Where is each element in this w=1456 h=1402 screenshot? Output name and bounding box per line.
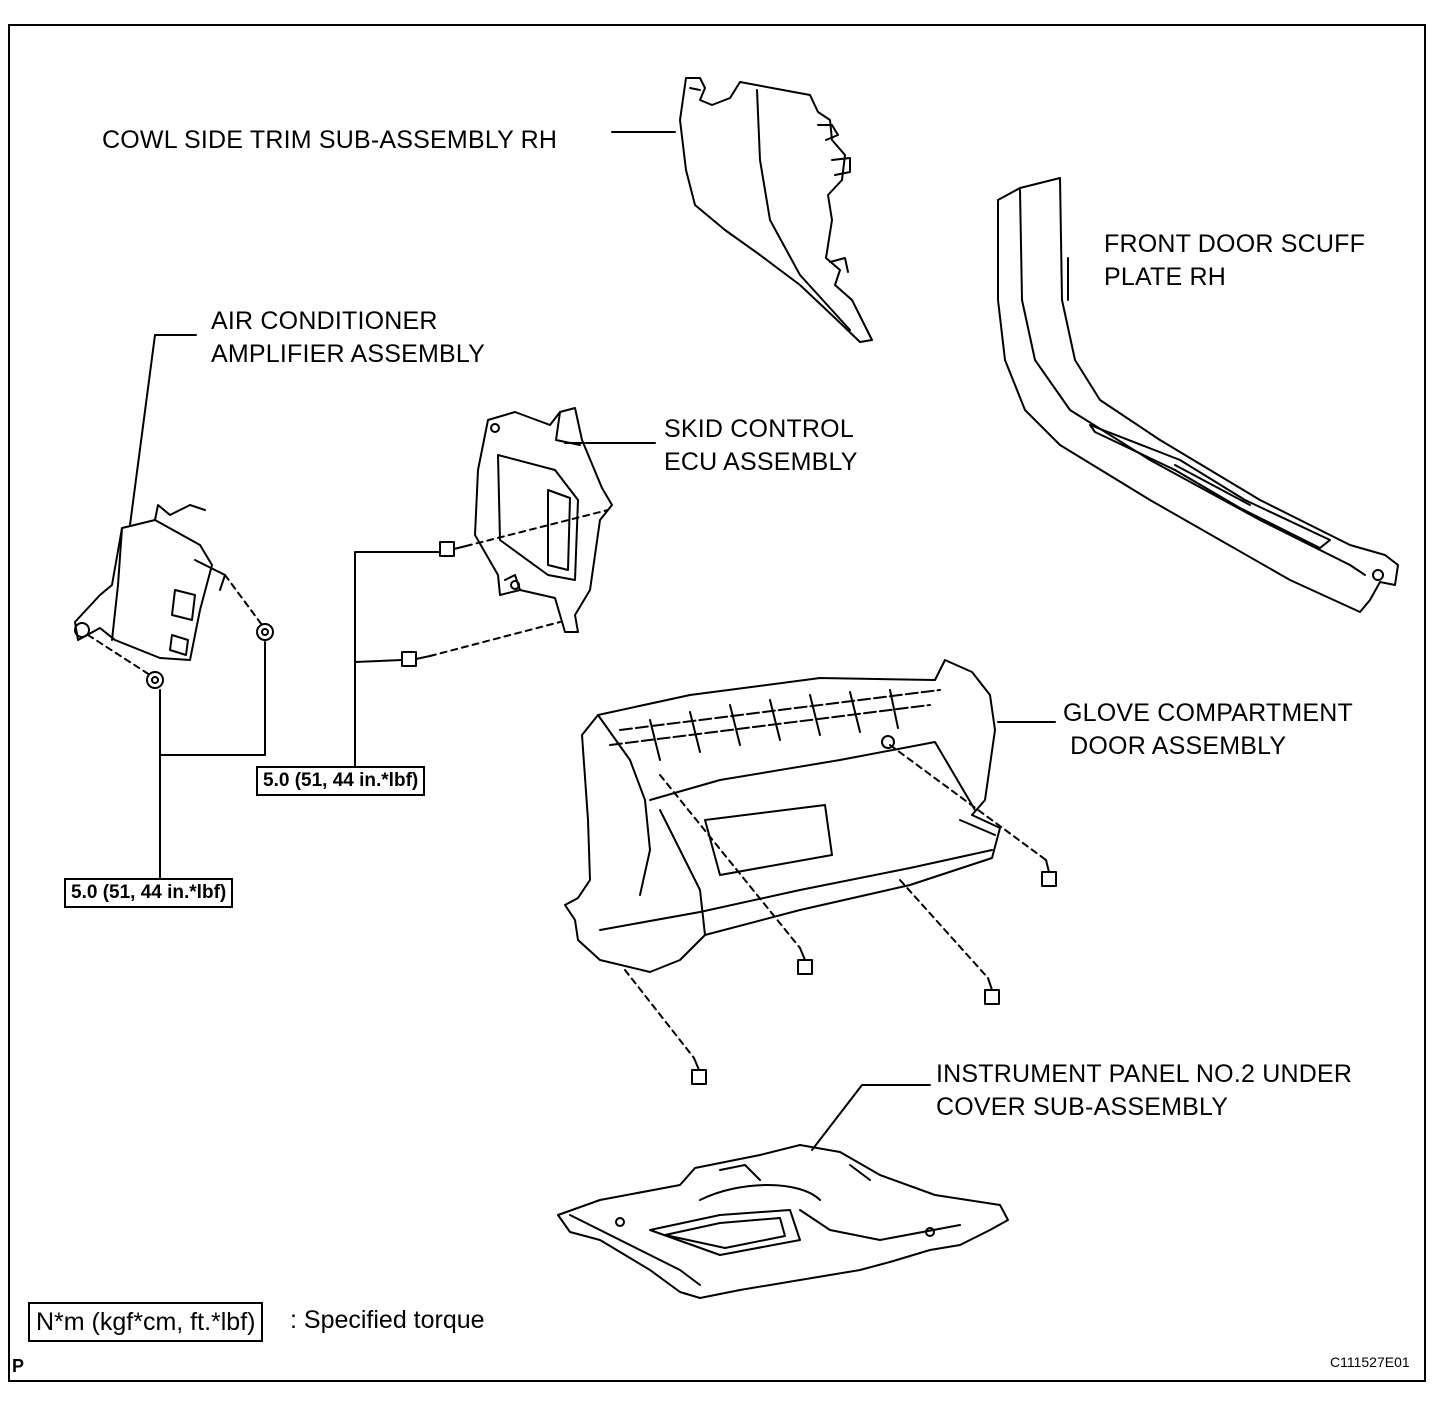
amplifier-torque-line-2	[159, 641, 266, 756]
glove-dash-3	[899, 879, 989, 979]
torque-spec-ecu: 5.0 (51, 44 in.*lbf)	[256, 766, 426, 796]
under-cover-leader-line	[811, 1084, 931, 1151]
amplifier-nut-1	[146, 671, 164, 689]
torque-spec-amplifier: 5.0 (51, 44 in.*lbf)	[64, 878, 234, 908]
glove-compartment-part	[564, 659, 1001, 973]
cowl-side-trim-part	[679, 77, 873, 343]
amplifier-leader-down	[129, 334, 156, 526]
glove-screw-3	[984, 977, 1000, 1005]
nut-dash-1	[87, 634, 151, 676]
label-front-door-scuff-plate: FRONT DOOR SCUFF PLATE RH	[1104, 230, 1366, 291]
ecu-torque-line-2	[354, 659, 403, 663]
legend-unit-box: N*m (kgf*cm, ft.*lbf)	[28, 1302, 264, 1342]
glove-dash-1	[889, 744, 1047, 861]
glove-screw-2	[797, 947, 813, 975]
label-glove-compartment-door: GLOVE COMPARTMENT DOOR ASSEMBLY	[1063, 699, 1354, 760]
glove-screw-1	[1041, 859, 1057, 887]
corner-mark: P	[12, 1356, 25, 1376]
label-skid-control-ecu: SKID CONTROL ECU ASSEMBLY	[664, 415, 858, 476]
label-instrument-panel-under-cover: INSTRUMENT PANEL NO.2 UNDER COVER SUB-AS…	[936, 1060, 1353, 1121]
glove-dash-4	[624, 969, 695, 1059]
amplifier-nut-2	[256, 623, 274, 641]
glove-screw-4	[691, 1057, 707, 1085]
ecu-torque-line	[354, 551, 441, 769]
legend-meaning: : Specified torque	[290, 1306, 485, 1334]
label-cowl-side-trim: COWL SIDE TRIM SUB-ASSEMBLY RH	[102, 126, 558, 154]
glove-dash-2	[659, 774, 801, 949]
ac-amplifier-part	[74, 504, 226, 661]
ecu-bolt-1	[439, 541, 467, 557]
diagram-frame	[8, 24, 1426, 1382]
label-air-conditioner-amplifier: AIR CONDITIONER AMPLIFIER ASSEMBLY	[211, 307, 486, 368]
skid-control-ecu-part	[474, 407, 613, 633]
ecu-dash-2	[429, 621, 561, 657]
nut-dash-2	[224, 574, 263, 626]
instrument-panel-under-cover-part	[557, 1144, 1009, 1299]
ecu-dash-1	[465, 509, 609, 547]
ecu-bolt-2	[401, 651, 431, 667]
figure-code: C111527E01	[1330, 1354, 1410, 1370]
front-door-scuff-plate-part	[997, 177, 1399, 613]
